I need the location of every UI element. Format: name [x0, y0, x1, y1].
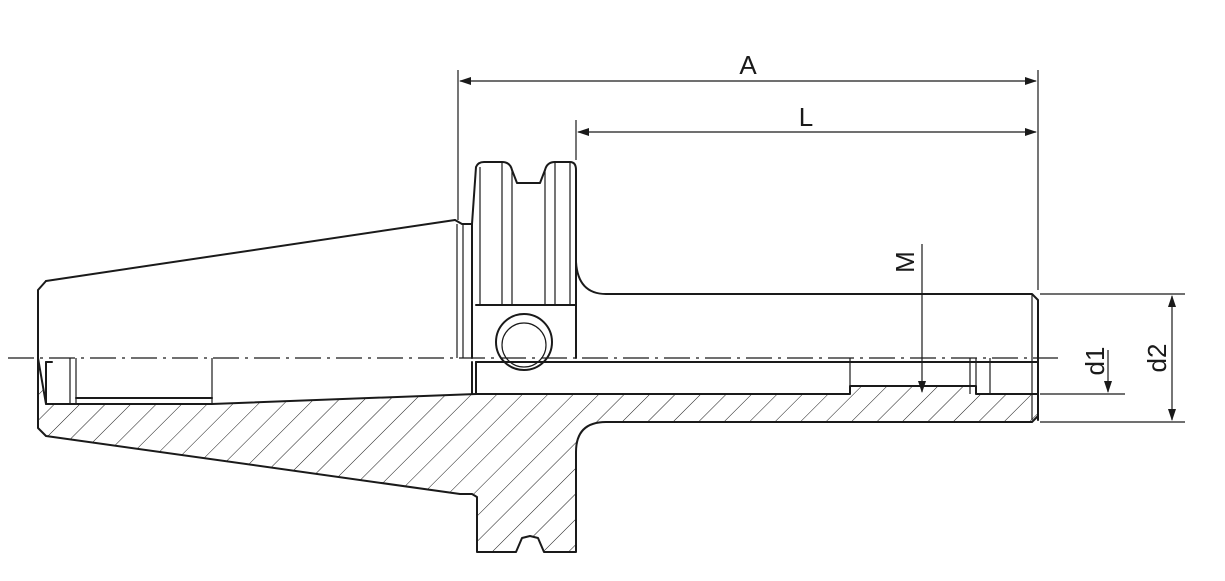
dimension-l: L — [575, 102, 1037, 160]
dimension-d2-label: d2 — [1142, 344, 1172, 373]
dimension-d2: d2 — [1040, 293, 1185, 423]
dimension-m-label: M — [890, 251, 920, 273]
dimension-l-label: L — [799, 102, 813, 132]
hatched-section — [37, 357, 1039, 553]
upper-outline — [37, 161, 1039, 421]
dimension-d1: d1 — [1040, 347, 1125, 395]
dimension-a-label: A — [739, 50, 757, 80]
dimension-a: A — [457, 50, 1039, 290]
bore-details — [45, 358, 991, 405]
dimension-d1-label: d1 — [1080, 347, 1110, 376]
dimension-m: M — [890, 244, 926, 393]
